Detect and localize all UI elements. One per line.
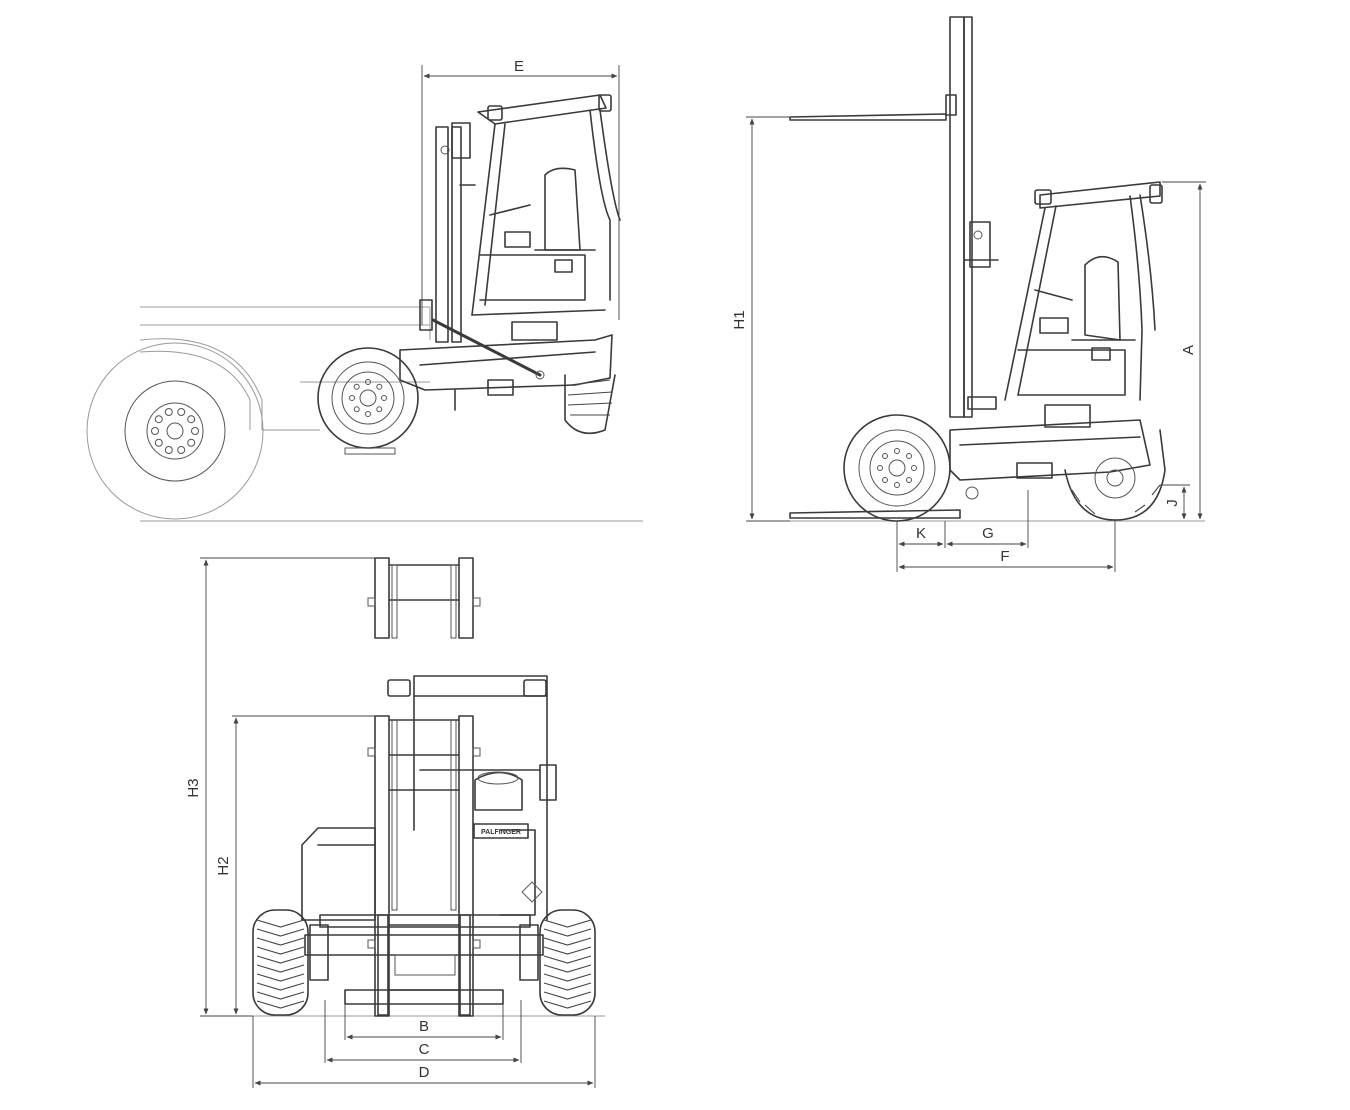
cab-side [471, 94, 621, 341]
wheel-bolt [365, 411, 371, 417]
fork-raised [789, 113, 947, 121]
dimension-b-c-d: B C D [252, 1000, 596, 1088]
truck-wheel [86, 342, 264, 520]
wheel-bolt [353, 383, 360, 390]
dimension-label-e: E [514, 58, 524, 75]
front-view: PALFINGER [185, 557, 605, 1088]
dimension-label-a: A [1180, 345, 1197, 355]
cab-raised [1004, 181, 1163, 428]
left-wheel-front [252, 909, 309, 1016]
wheel-bolt [154, 415, 163, 424]
front-wheel-raised [843, 414, 951, 522]
fork-carriage-front [344, 914, 504, 1016]
dimension-label-d: D [419, 1064, 430, 1081]
wheel-bolt [177, 446, 186, 454]
dimension-k-g-f: K G F [896, 490, 1116, 572]
wheel-bolt [882, 453, 888, 459]
logo-text: PALFINGER [481, 829, 521, 836]
dimension-e: E [421, 58, 620, 325]
rear-wheel-raised [1064, 429, 1166, 521]
wheel-bolt [877, 465, 883, 471]
dimension-label-j: J [1164, 499, 1181, 507]
dimension-h2: H2 [215, 715, 375, 1015]
wheel-bolt [894, 482, 900, 488]
wheel-bolt [349, 395, 355, 401]
wheel-bolt [151, 427, 159, 435]
dimension-j: J [1160, 484, 1190, 520]
wheel-bolt [164, 446, 173, 454]
wheel-bolt [353, 406, 360, 413]
wheel-bolt [187, 438, 196, 447]
dimension-label-h2: H2 [215, 856, 232, 875]
wheel-bolt [906, 453, 912, 459]
rear-wheel-side-1 [564, 374, 616, 435]
side-body-front [301, 827, 543, 921]
dimension-a: A [1162, 181, 1206, 520]
right-wheel-front [539, 909, 596, 1016]
dimension-label-b: B [419, 1018, 429, 1035]
dimension-h3: H3 [185, 557, 375, 1017]
palfinger-logo: PALFINGER [473, 823, 529, 839]
wheel-bolt [154, 438, 163, 447]
mast-side [419, 122, 476, 343]
side-view-raised: H1 A J K G F [731, 16, 1206, 572]
wheel-bolt [376, 406, 383, 413]
dimension-label-h3: H3 [185, 778, 202, 797]
wheel-bolt [894, 448, 900, 454]
wheel-bolt [187, 415, 196, 424]
front-wheel-side-1 [317, 347, 419, 455]
wheel-bolt [365, 379, 371, 385]
wheel-bolt [906, 477, 912, 483]
dimension-h1: H1 [731, 116, 790, 522]
wheel-bolt [177, 408, 186, 416]
wheel-bolt [191, 427, 199, 435]
cab-front [387, 675, 557, 921]
truck-bed [139, 306, 431, 431]
mast-raised [945, 16, 999, 418]
axle-front [304, 924, 544, 981]
mast-extension-front [367, 557, 481, 639]
dimension-label-k: K [916, 525, 926, 542]
wheel-bolt [164, 408, 173, 416]
mast-front [319, 715, 531, 1017]
chassis-raised [949, 419, 1151, 500]
wheel-bolt [376, 383, 383, 390]
dimension-label-c: C [419, 1041, 430, 1058]
dimension-label-g: G [982, 525, 994, 542]
truck-mounted-side-view: E [86, 58, 643, 522]
dimension-label-h1: H1 [731, 310, 748, 329]
fork-lowered [789, 509, 961, 519]
dimension-label-f: F [1000, 548, 1009, 565]
wheel-bolt [381, 395, 387, 401]
chassis-side [399, 318, 613, 411]
wheel-bolt [882, 477, 888, 483]
wheel-bolt [911, 465, 917, 471]
